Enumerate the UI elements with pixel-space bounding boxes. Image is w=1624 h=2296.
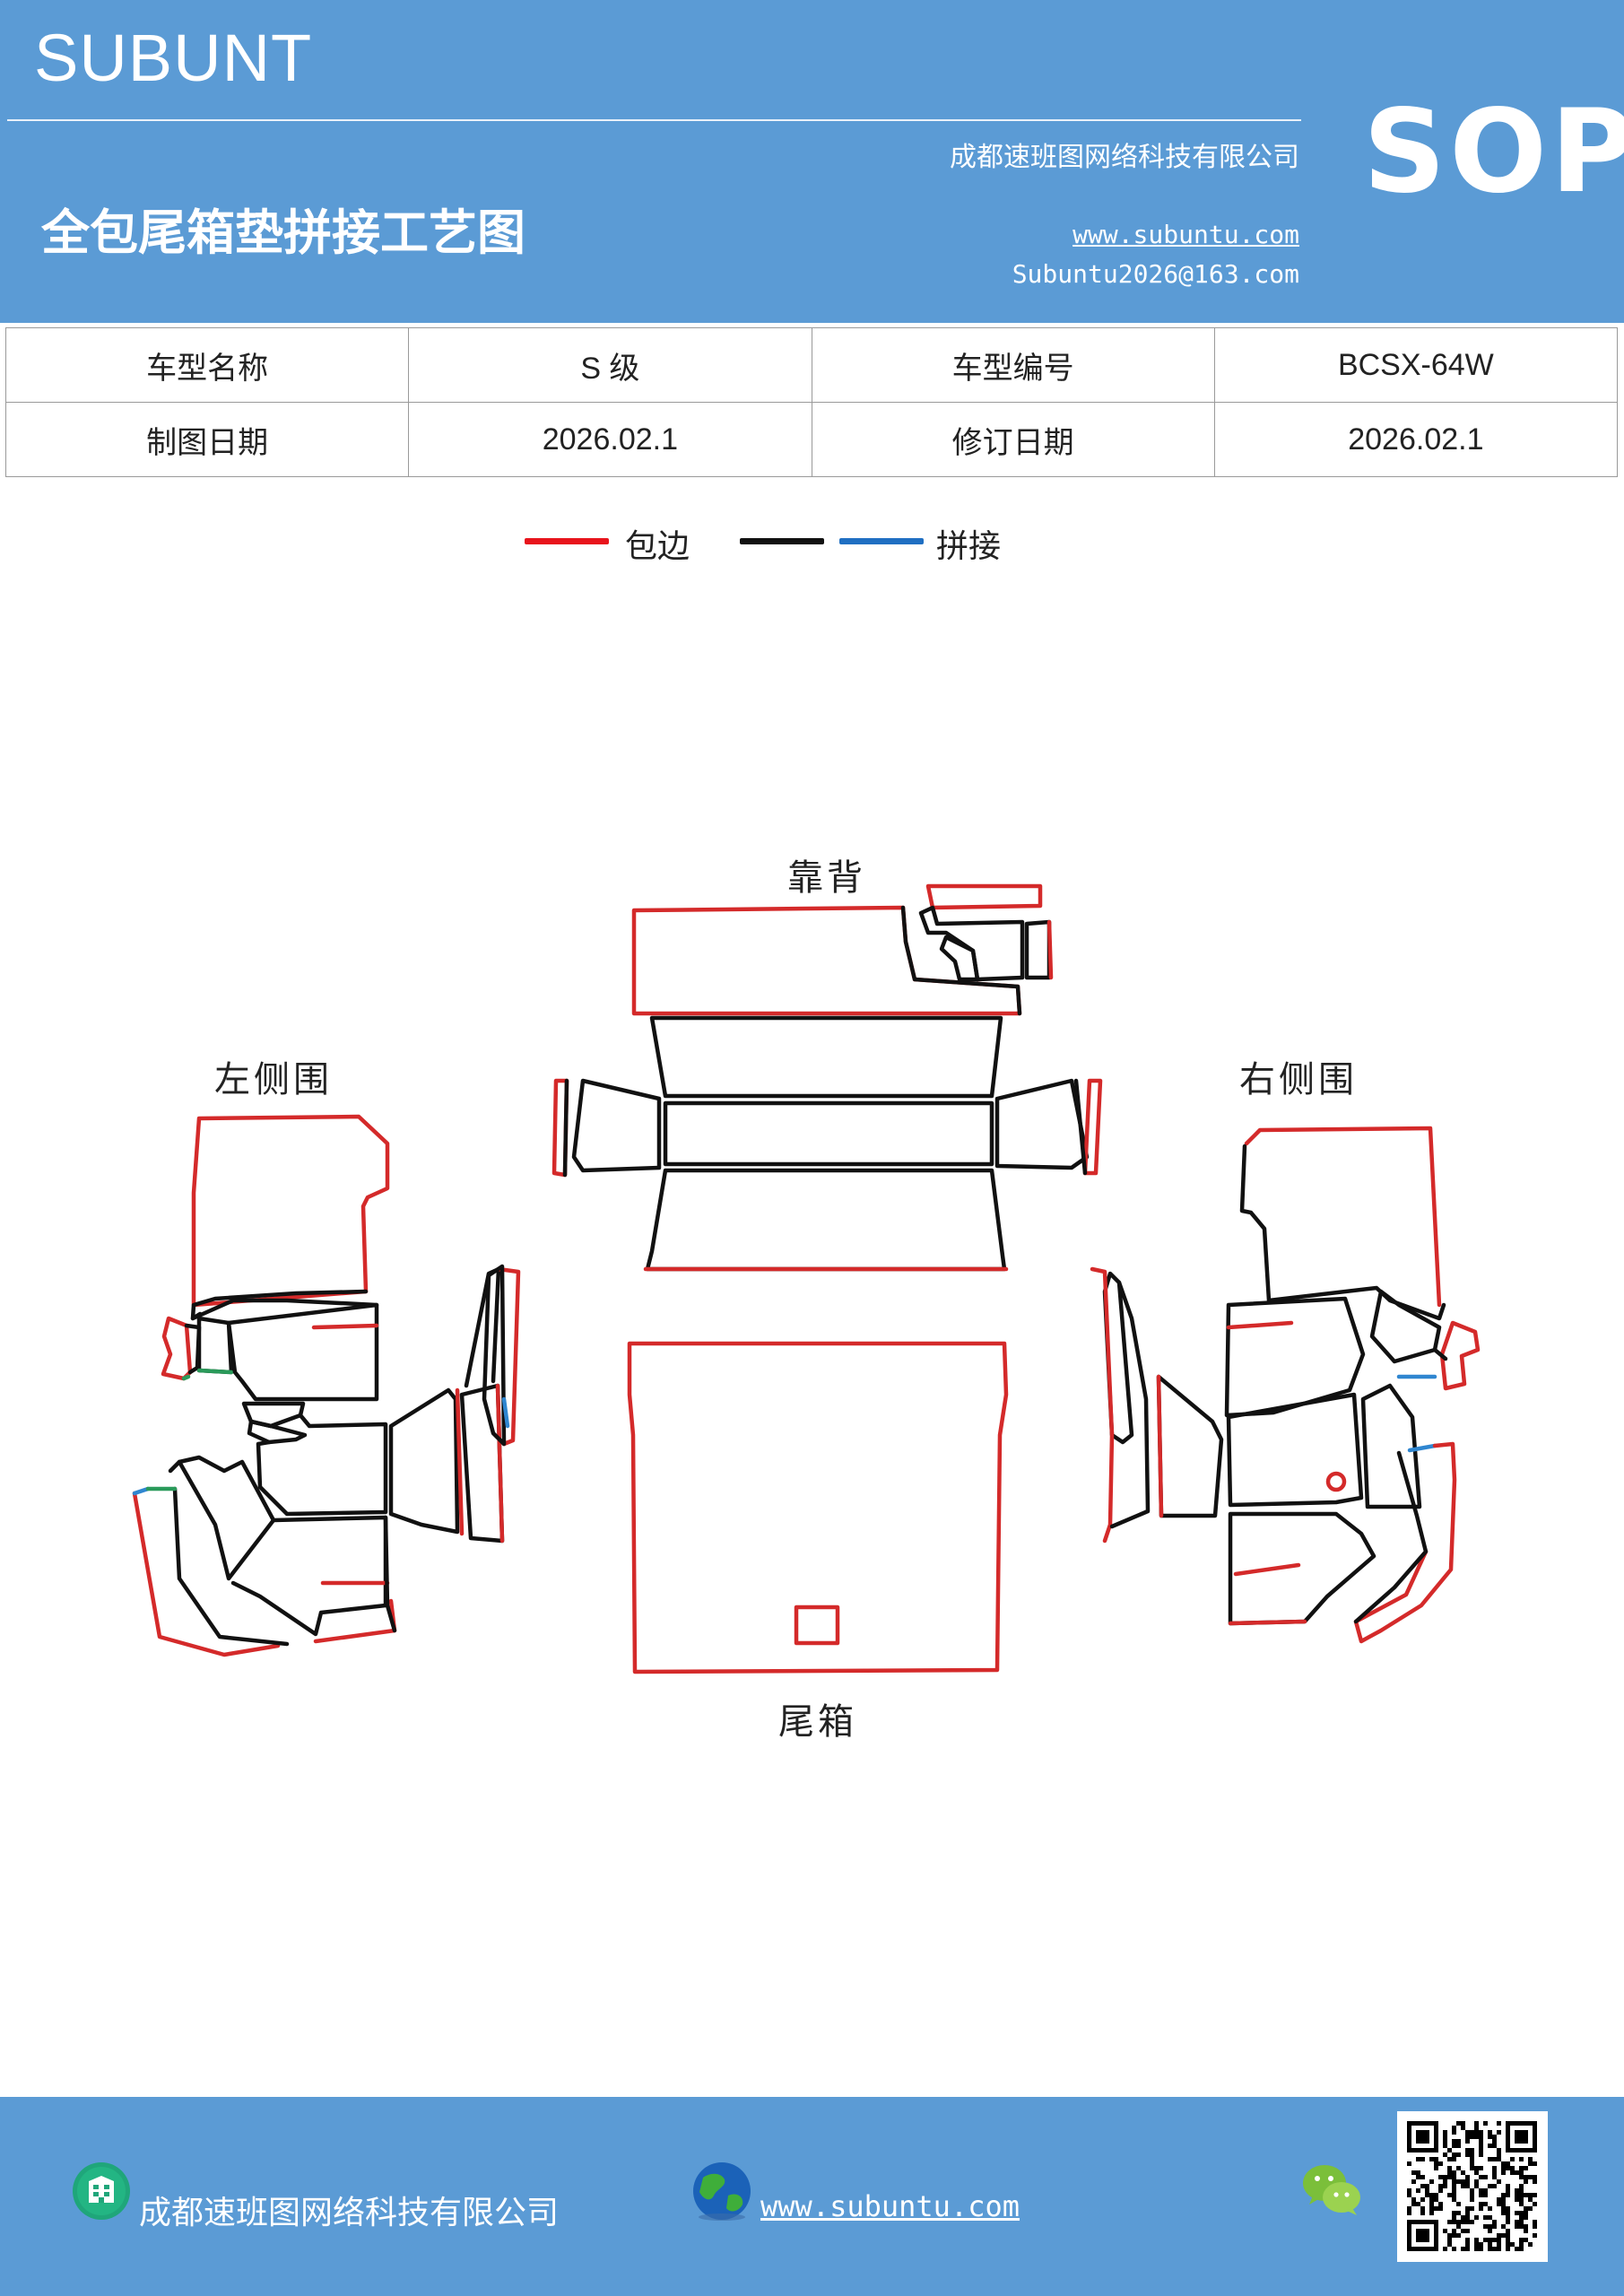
table-row: 车型名称 S 级 车型编号 BCSX-64W	[4, 327, 1619, 403]
table-row: 制图日期 2026.02.1 修订日期 2026.02.1	[4, 402, 1619, 477]
table-cell: S 级	[408, 327, 812, 403]
header-divider	[7, 119, 1301, 121]
table-cell: BCSX-64W	[1213, 327, 1619, 403]
table-cell: 制图日期	[4, 402, 410, 477]
email-address: Subuntu2026@163.com	[1012, 259, 1299, 289]
qr-code	[1397, 2111, 1548, 2262]
table-cell: 车型名称	[4, 327, 410, 403]
legend-label-seam: 拼接	[936, 528, 1002, 565]
sop-badge: SOP	[1363, 85, 1624, 219]
label-backrest: 靠背	[787, 857, 866, 899]
trunk-panel	[627, 1341, 1009, 1674]
vehicle-info-table: 车型名称 S 级 车型编号 BCSX-64W 制图日期 2026.02.1 修订…	[4, 327, 1619, 477]
wechat-icon	[1303, 2165, 1360, 2215]
label-left-side: 左侧围	[214, 1059, 333, 1100]
legend-swatch-seam	[839, 538, 924, 544]
label-right-side: 右侧围	[1239, 1059, 1358, 1100]
backrest-panels	[551, 883, 1103, 1272]
table-cell: 车型编号	[811, 327, 1215, 403]
trunk-mat-diagram: 靠背 左侧围	[132, 857, 1481, 1743]
legend-label-edge: 包边	[625, 528, 690, 565]
table-cell: 2026.02.1	[1213, 402, 1619, 477]
label-trunk: 尾箱	[778, 1701, 857, 1743]
left-side-panels	[132, 1114, 521, 1657]
legend-swatch-cut	[740, 538, 824, 544]
header-banner: SUBUNT 成都速班图网络科技有限公司 SOP 全包尾箱垫拼接工艺图 www.…	[0, 0, 1624, 323]
legend-swatch-edge	[525, 538, 609, 544]
footer-banner: 成都速班图网络科技有限公司 www.subuntu.com	[0, 2097, 1624, 2296]
globe-icon	[693, 2162, 751, 2221]
table-cell: 修订日期	[811, 402, 1215, 477]
page-title: 全包尾箱垫拼接工艺图	[41, 204, 525, 261]
right-side-panels	[1090, 1126, 1481, 1644]
building-icon	[73, 2162, 130, 2220]
table-cell: 2026.02.1	[408, 402, 812, 477]
legend: 包边 拼接	[0, 520, 1624, 574]
brand-name: SUBUNT	[34, 21, 313, 95]
website-link[interactable]: www.subuntu.com	[1073, 220, 1299, 249]
footer-website-link[interactable]: www.subuntu.com	[760, 2189, 1020, 2223]
footer-company-name: 成都速班图网络科技有限公司	[139, 2195, 560, 2231]
company-name: 成都速班图网络科技有限公司	[950, 142, 1299, 173]
